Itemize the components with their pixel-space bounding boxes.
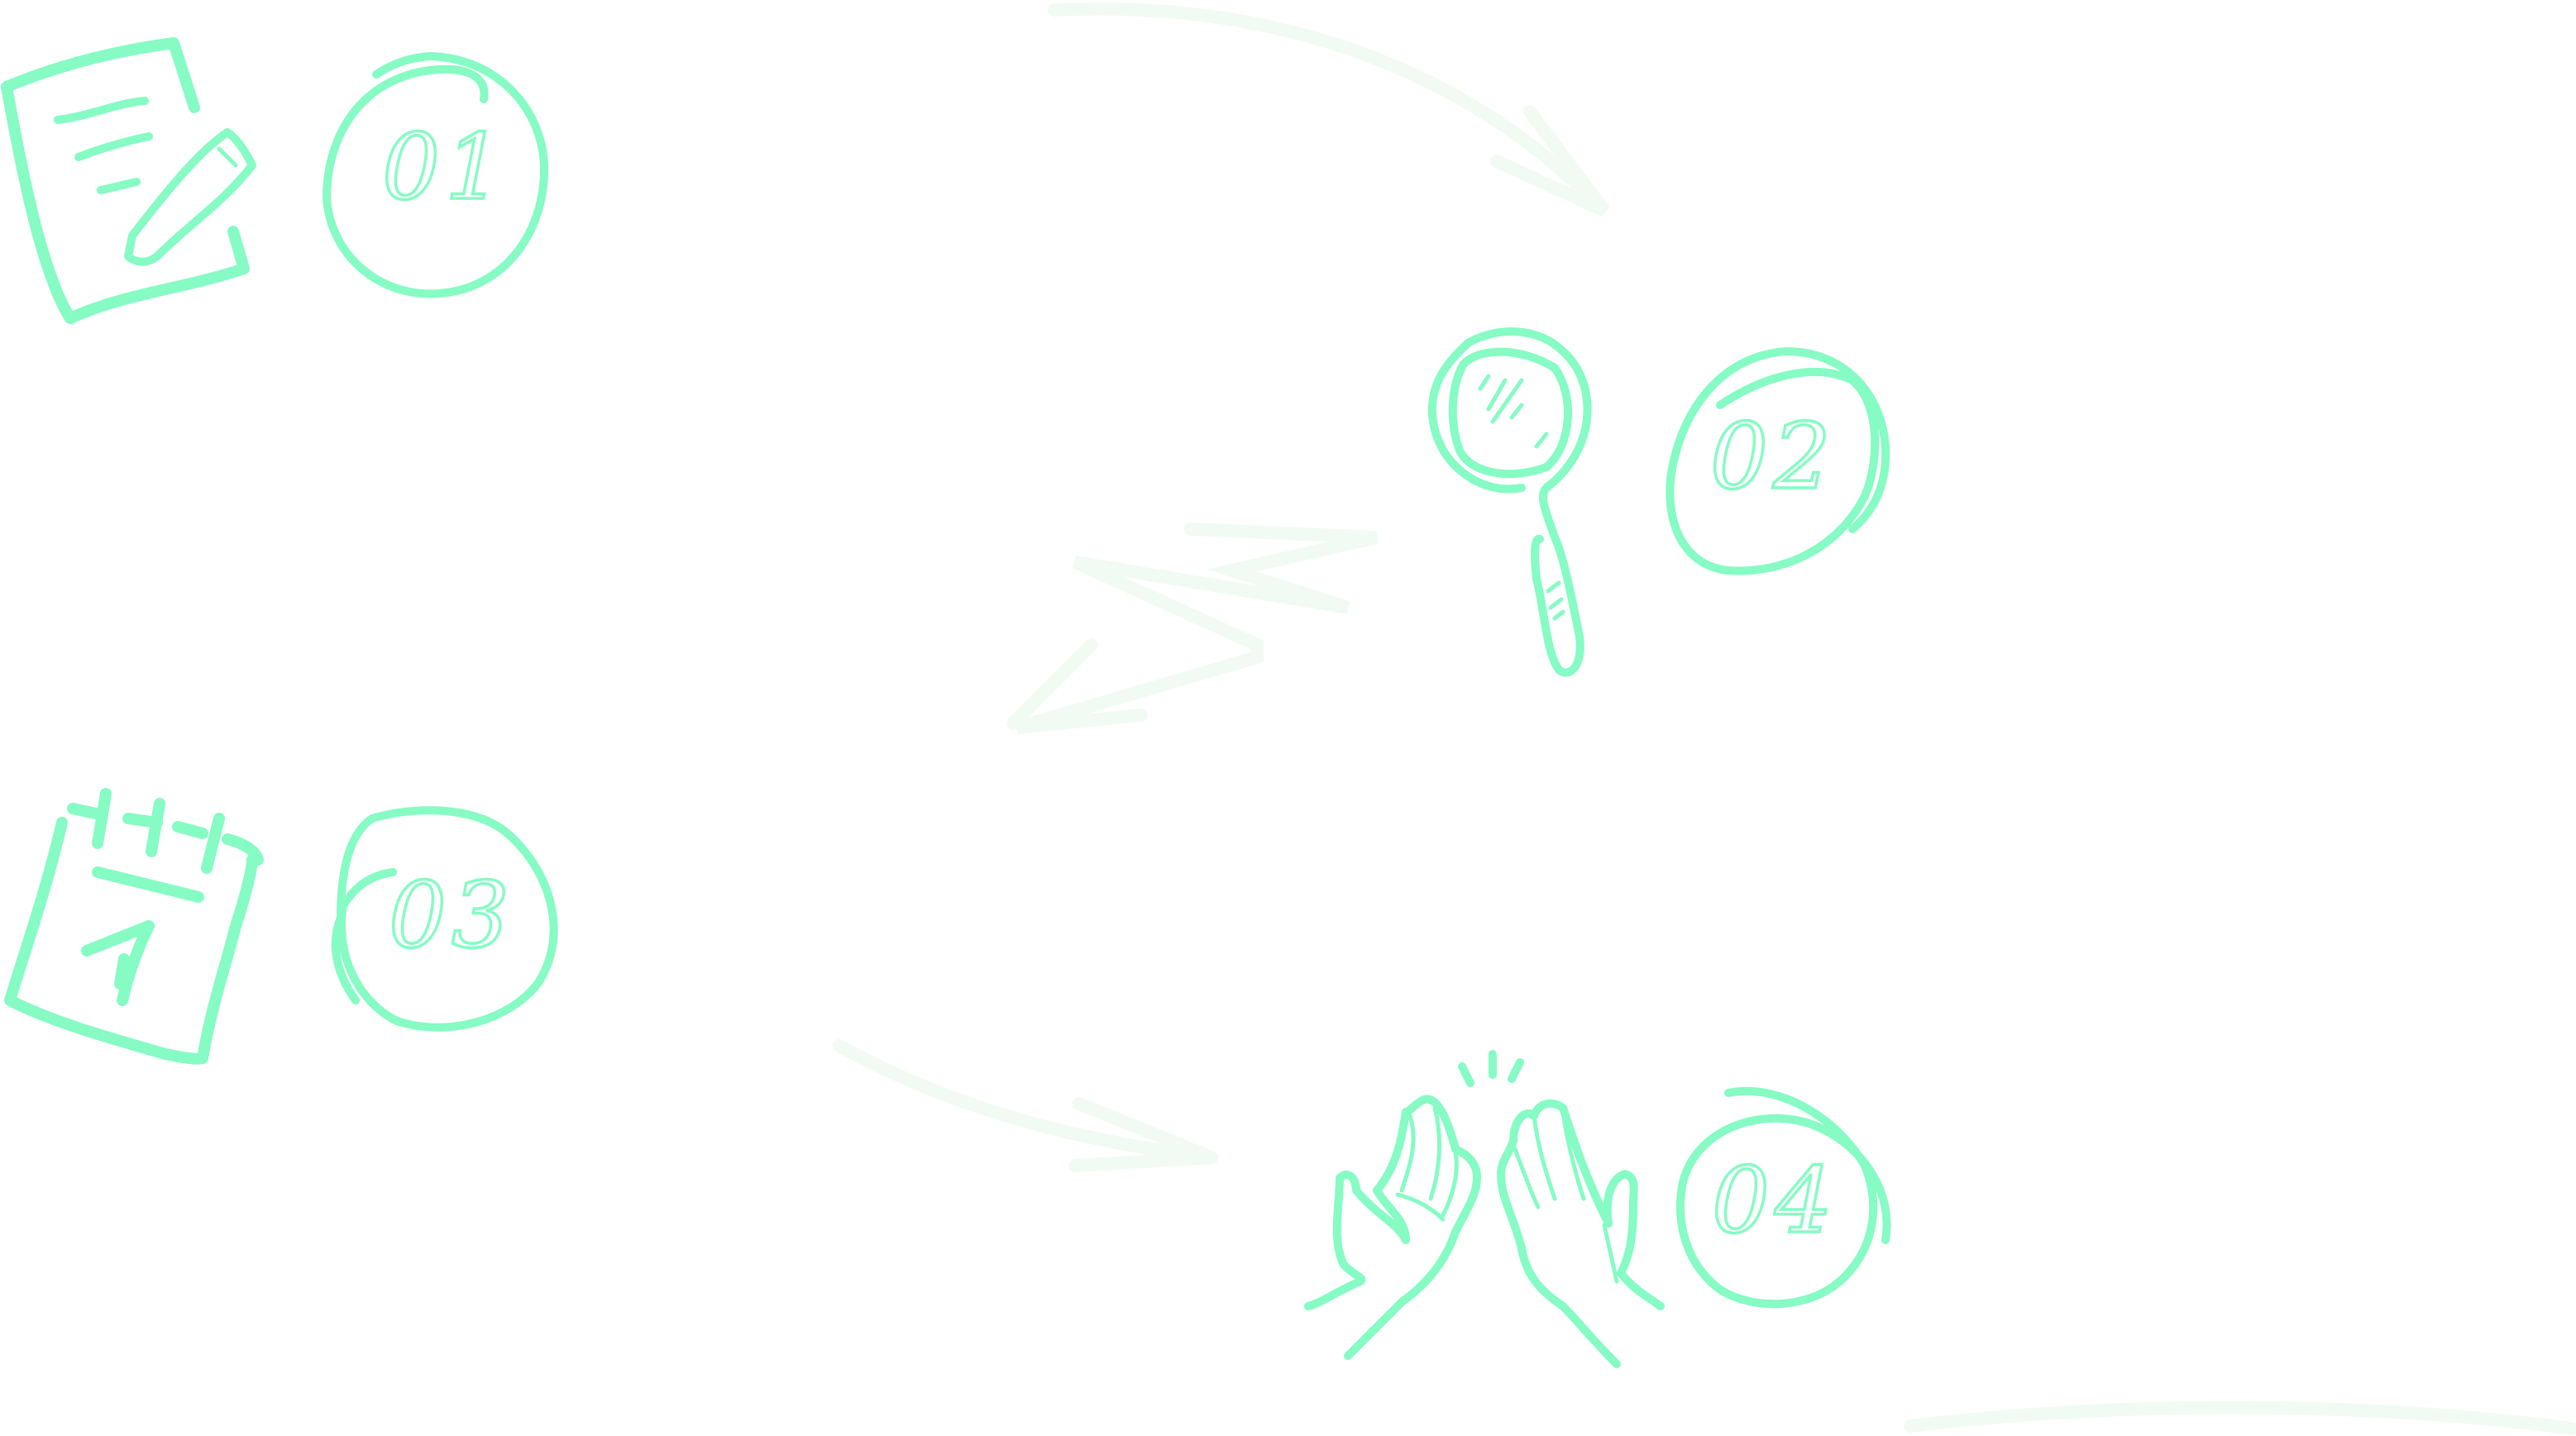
step-number-badge-01: 01 (323, 52, 549, 298)
step-number-01: 01 (382, 114, 508, 220)
document-pencil-icon (1, 37, 256, 324)
zigzag-arrow-step2-to-step3 (1006, 522, 1379, 734)
arrow-step1-to-step2 (1048, 2, 1610, 217)
step-number-badge-04: 04 (1676, 1086, 1891, 1309)
calendar-icon (4, 788, 264, 1065)
magnifier-icon (1427, 327, 1592, 677)
step-number-04: 04 (1712, 1147, 1838, 1253)
decorative-underline-stroke (1904, 1400, 2576, 1435)
step-number-02: 02 (1710, 403, 1836, 509)
step-number-badge-02: 02 (1666, 347, 1890, 575)
arrow-step3-to-step4 (833, 1039, 1218, 1172)
step-number-badge-03: 03 (331, 806, 558, 1032)
step-number-03: 03 (389, 862, 514, 968)
high-five-hands-icon (1304, 1050, 1665, 1368)
